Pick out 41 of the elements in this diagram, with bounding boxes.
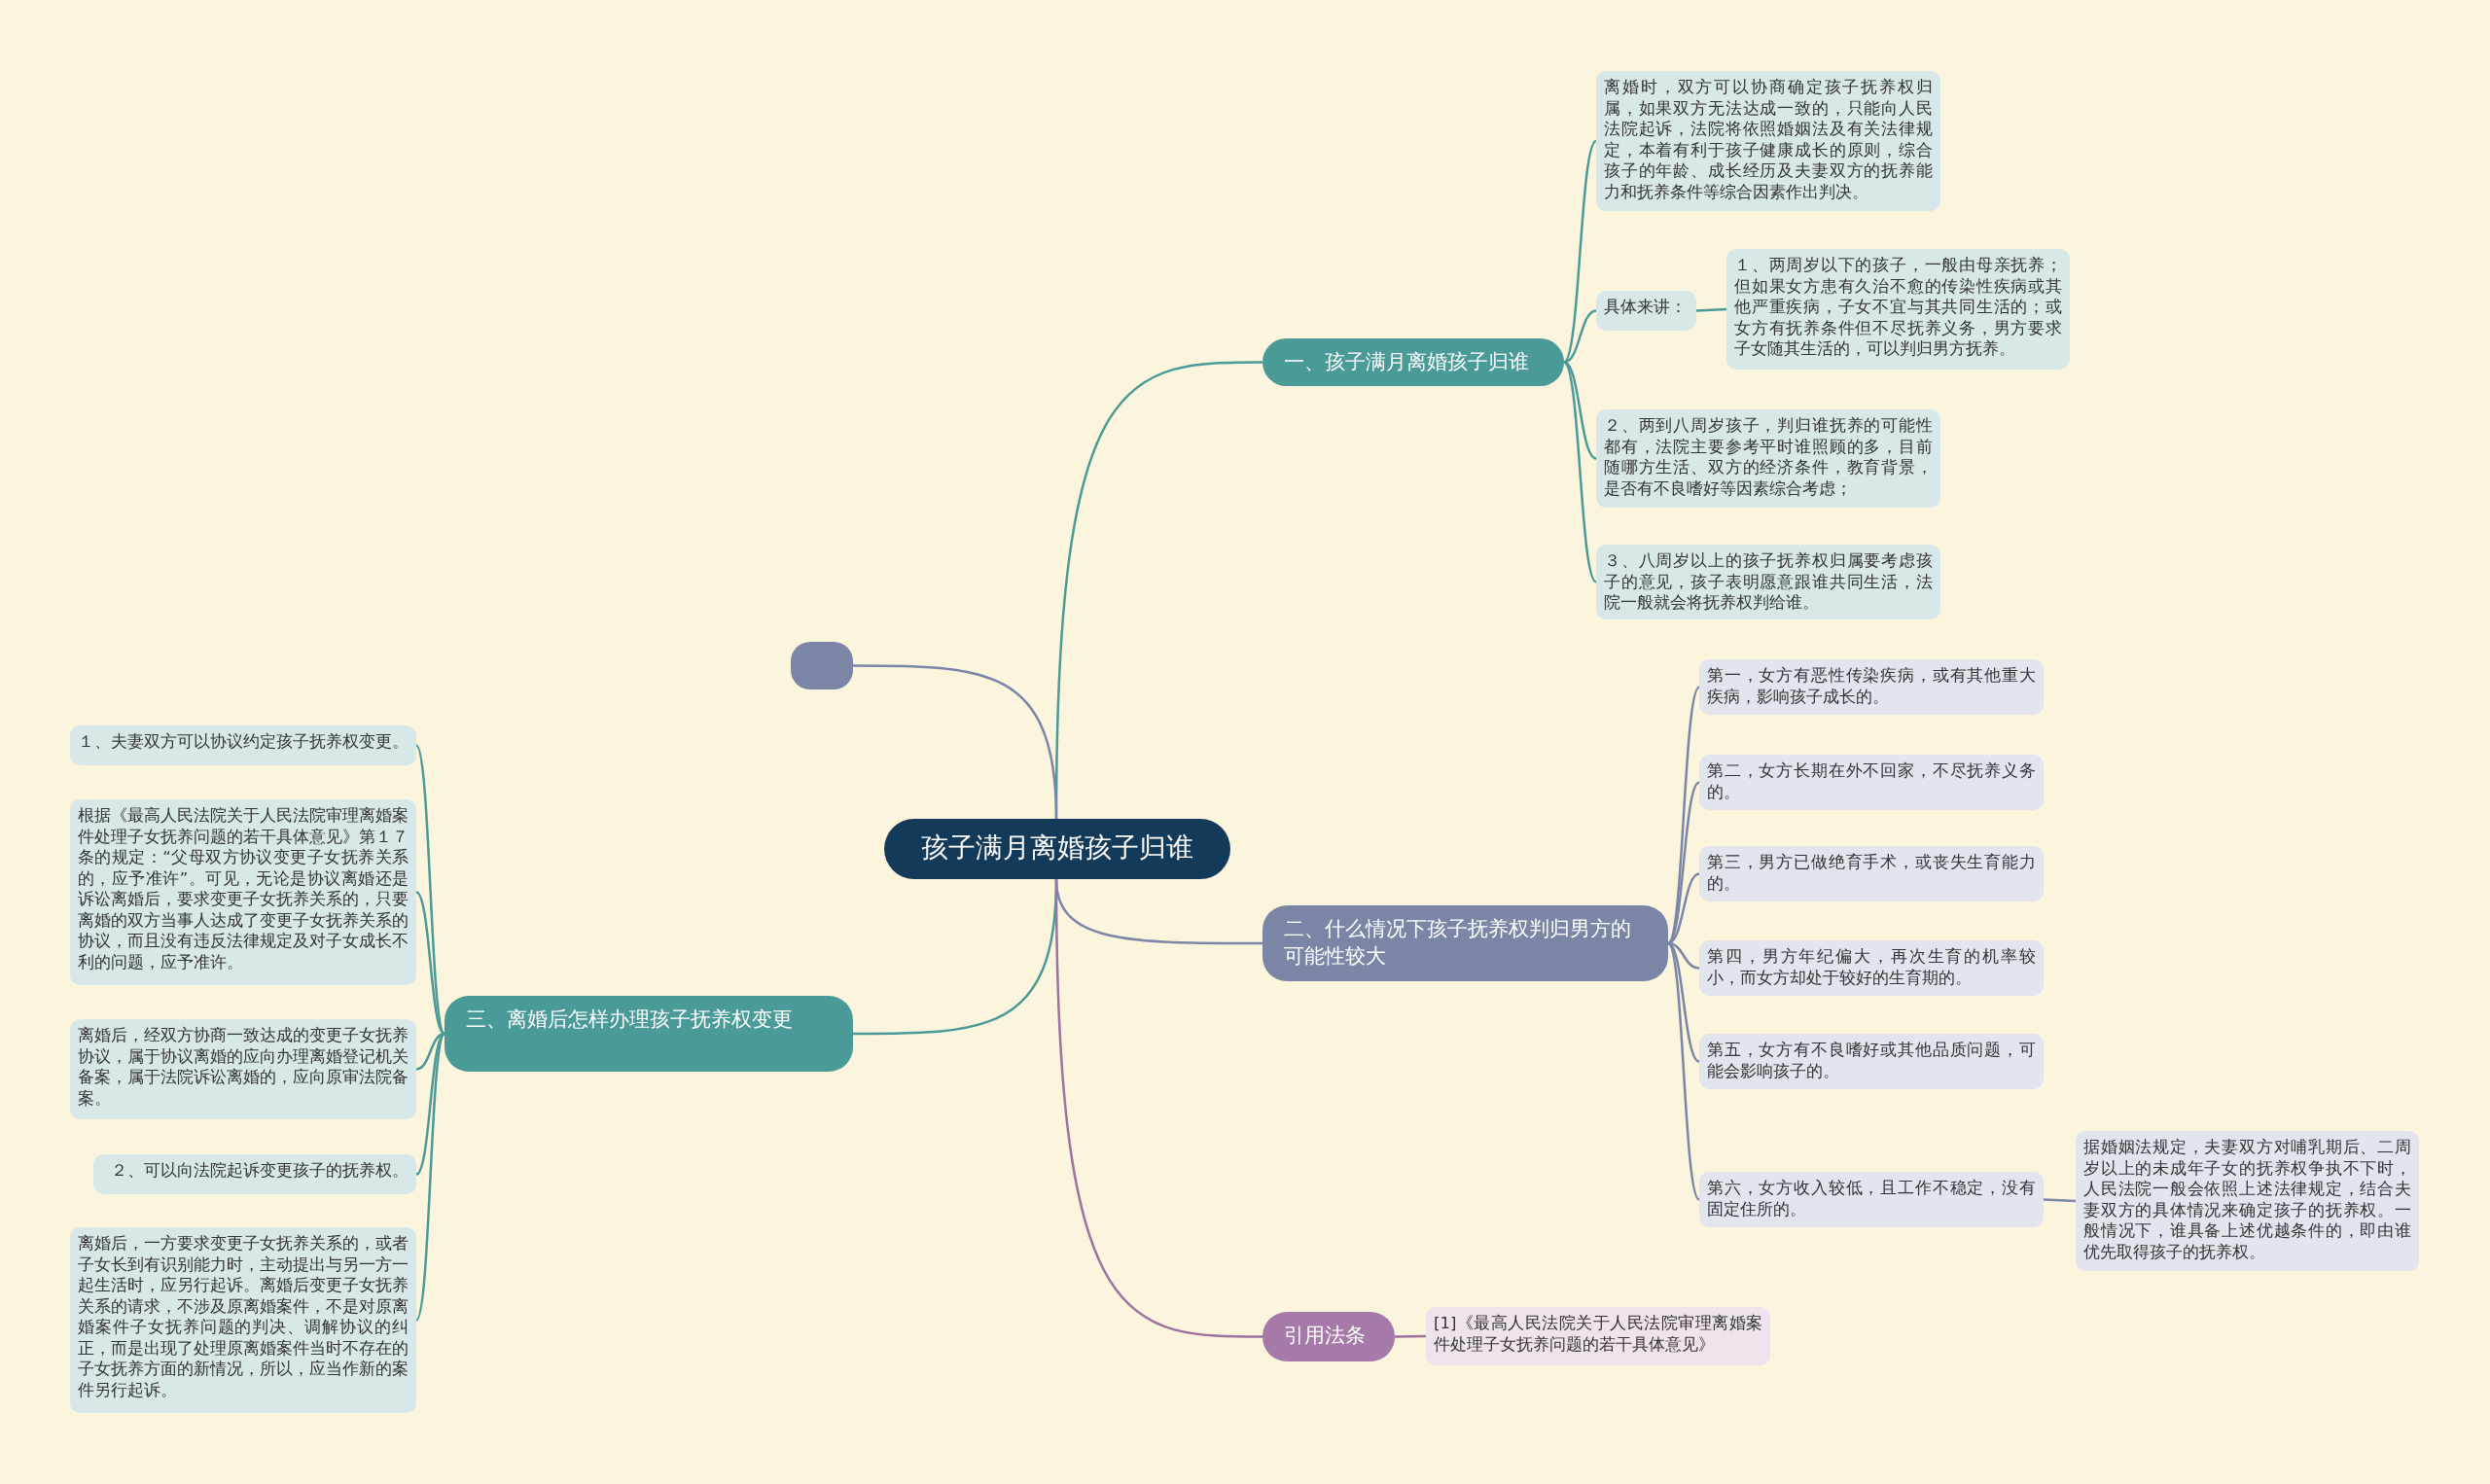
branch-topic: 二、什么情况下孩子抚养权判归男方的可能性较大 [1263, 905, 1668, 981]
text-card: [1]《最高人民法院关于人民法院审理离婚案件处理子女抚养问题的若干具体意见》 [1426, 1307, 1770, 1365]
connector-line [1667, 686, 1700, 944]
text-card: 离婚后，经双方协商一致达成的变更子女抚养协议，属于协议离婚的应向办理离婚登记机关备案，属于法院诉讼离婚的，应向原审法院备案。 [70, 1019, 416, 1119]
text-card: 第一，女方有恶性传染疾病，或有其他重大疾病，影响孩子成长的。 [1699, 659, 2044, 715]
text-card: 据婚姻法规定，夫妻双方对哺乳期后、二周岁以上的未成年子女的抚养权争执不下时，人民法院一般会依照上述法律规定，结合夫妻双方的具体情况来确定孩子的抚养权。一般情况下，谁具备上述优越条件的，即由谁优先取得孩子的抚养权。 [2076, 1131, 2419, 1271]
text-card: 离婚后，一方要求变更子女抚养关系的，或者子女长到有识别能力时，主动提出与另一方一起生活时，应另行起诉。离婚后变更子女抚养关系的请求，不涉及原离婚案件，不是对原离婚案件子女抚养问题的判决、调解协议的纠正，而是出现了处理原离婚案件当时不存在的子女抚养方面的新情况，所以，应当作新的案件另行起诉。 [70, 1227, 416, 1413]
connector-line [414, 1033, 446, 1322]
connector-line [1563, 140, 1597, 364]
connector-line [1563, 361, 1597, 460]
text-card: ２、可以向法院起诉变更孩子的抚养权。 [93, 1154, 416, 1194]
branch-topic: 三、离婚后怎样办理孩子抚养权变更 [445, 996, 853, 1072]
text-card: １、两周岁以下的孩子，一般由母亲抚养；但如果女方患有久治不愈的传染性疾病或其他严重疾病，子女不宜与其共同生活的；或女方有抚养条件但不尽抚养义务，男方要求子女随其生活的，可以判归男方抚养。 [1726, 249, 2070, 370]
text-card: 根据《最高人民法院关于人民法院审理离婚案件处理子女抚养问题的若干具体意见》第１７条的规定：“父母双方协议变更子女抚养关系的，应予准许”。可见，无论是协议离婚还是诉讼离婚后，要求变更子女抚养关系的，只要离婚的双方当事人达成了变更子女抚养关系的协议，而且没有违反法律规定及对子女成长不利的问题，应予准许。 [70, 799, 416, 985]
connector-line [1667, 942, 1700, 1201]
connector-line [1563, 309, 1597, 364]
connector-line [1563, 361, 1597, 583]
connector-line [1054, 879, 1263, 1338]
connector-line [414, 744, 446, 1035]
text-card: 具体来讲： [1596, 291, 1696, 331]
branch-topic: 一、孩子满月离婚孩子归谁 [1263, 338, 1564, 386]
connector-line [415, 891, 445, 1035]
text-card: 离婚时，双方可以协商确定孩子抚养权归属，如果双方无法达成一致的，只能向人民法院起诉，法院将依照婚姻法及有关法律规定，本着有利于孩子健康成长的原则，综合孩子的年龄、成长经历及夫妻双方的抚养能力和抚养条件等综合因素作出判决。 [1596, 71, 1940, 211]
connector-line [2043, 1198, 2077, 1203]
text-card: ２、两到八周岁孩子，判归谁抚养的可能性都有，法院主要参考平时谁照顾的多，目前随哪方生活、双方的经济条件，教育背景，是否有不良嗜好等因素综合考虑； [1596, 409, 1940, 508]
connector-line [1394, 1334, 1427, 1338]
branch-topic: 引用法条 [1263, 1312, 1395, 1361]
text-card: 第三，男方已做绝育手术，或丧失生育能力的。 [1699, 846, 2044, 901]
central-topic: 孩子满月离婚孩子归谁 [884, 819, 1230, 879]
text-card: ３、八周岁以上的孩子抚养权归属要考虑孩子的意见，孩子表明愿意跟谁共同生活，法院一般就会将抚养权判给谁。 [1596, 545, 1940, 619]
text-card: 第五，女方有不良嗜好或其他品质问题，可能会影响孩子的。 [1699, 1034, 2044, 1089]
text-card: 第六，女方收入较低，且工作不稳定，没有固定住所的。 [1699, 1172, 2044, 1227]
connector-line [415, 1032, 445, 1071]
connector-line [415, 1033, 445, 1176]
connector-line [853, 664, 1058, 820]
empty-topic [791, 642, 853, 689]
text-card: 第二，女方长期在外不回家，不尽抚养义务的。 [1699, 755, 2044, 810]
connector-line [1667, 781, 1700, 944]
connector-line [1695, 307, 1727, 312]
text-card: 第四，男方年纪偏大，再次生育的机率较小，而女方却处于较好的生育期的。 [1699, 940, 2044, 996]
text-card: １、夫妻双方可以协议约定孩子抚养权变更。 [70, 725, 416, 765]
